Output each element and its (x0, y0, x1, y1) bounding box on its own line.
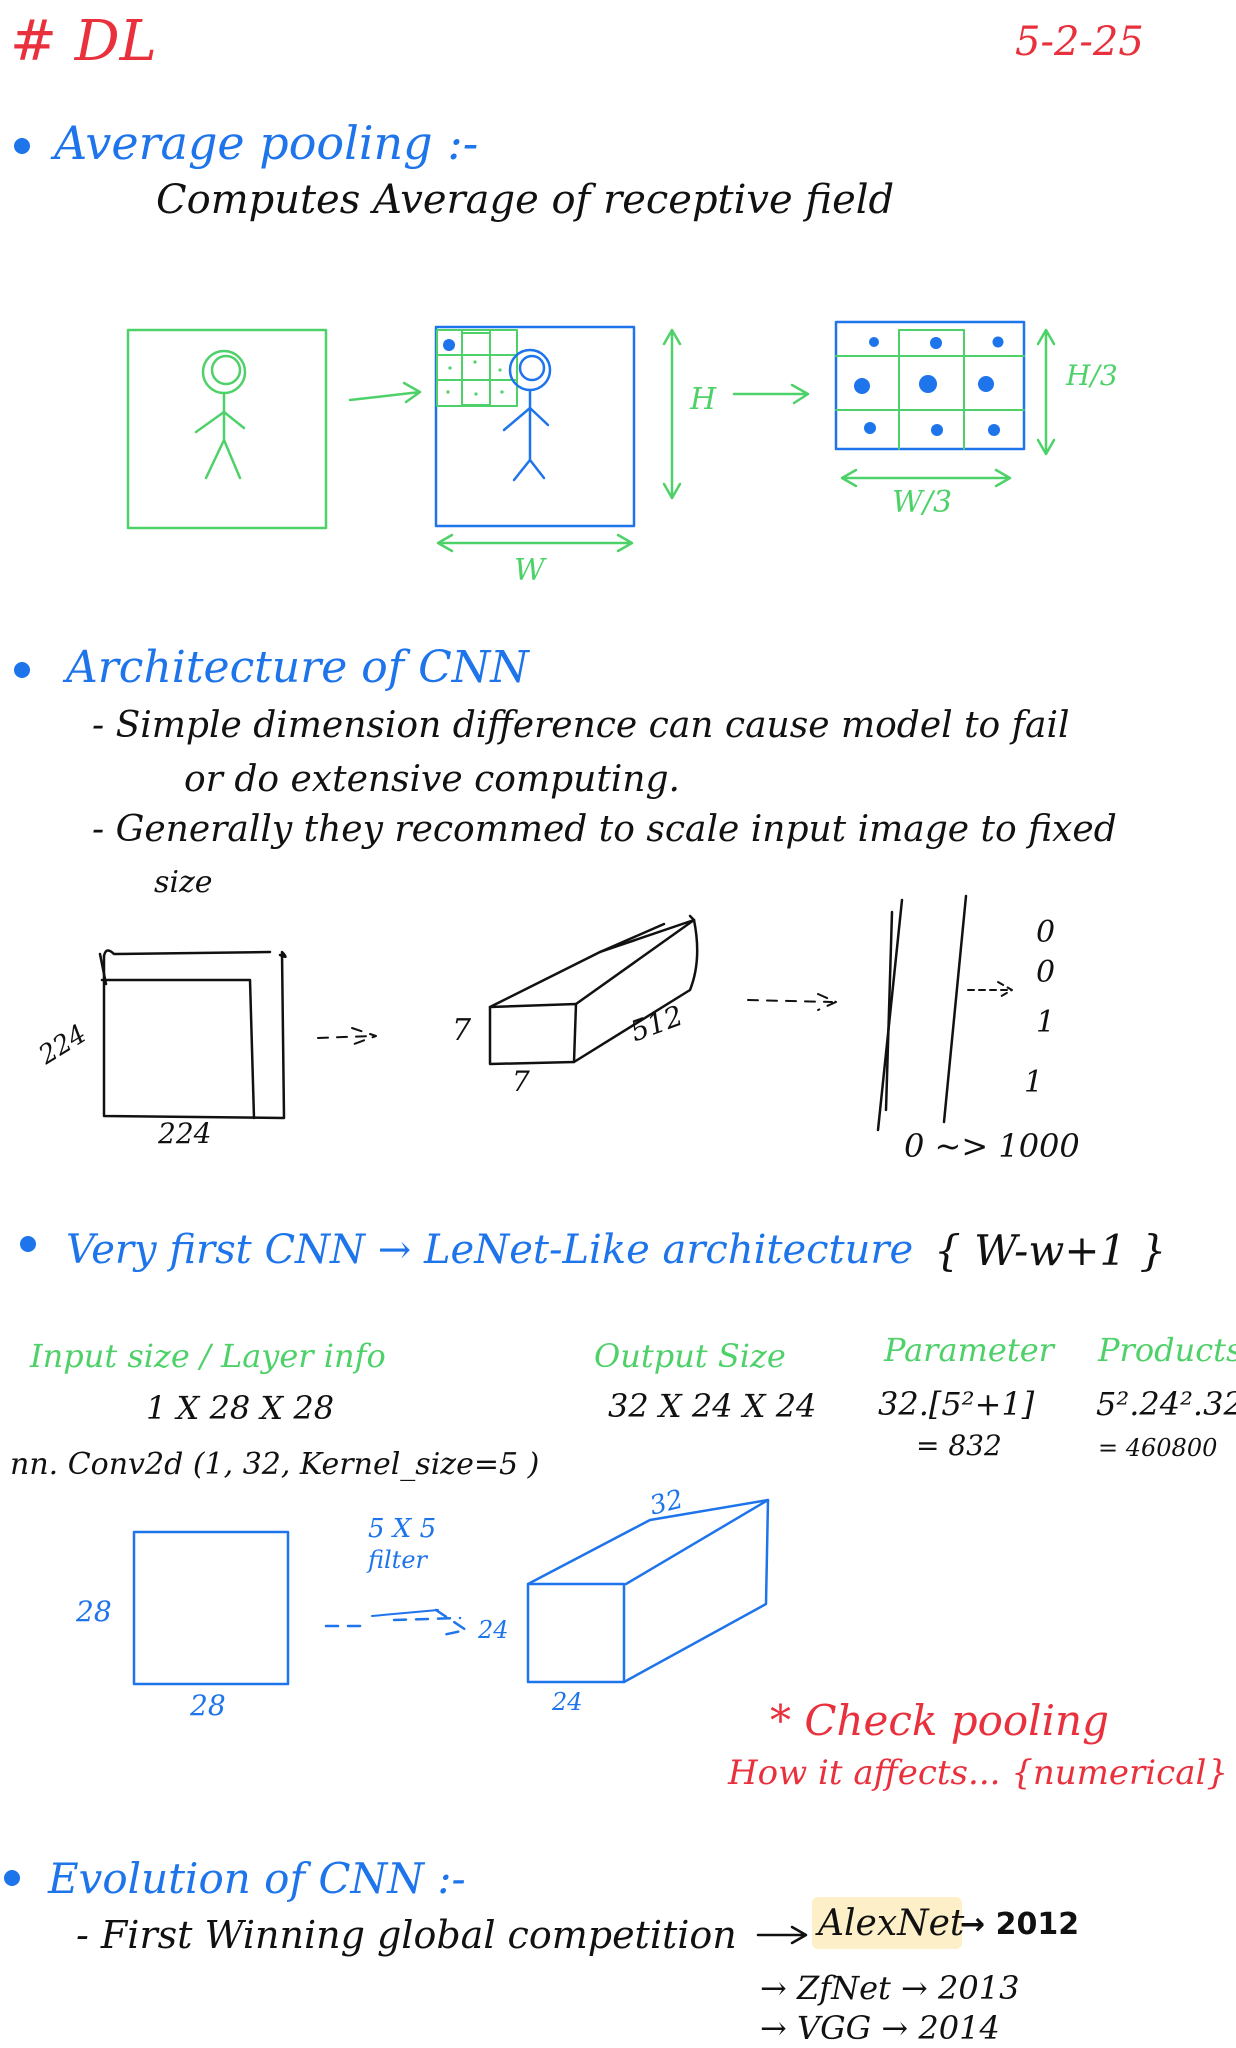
parameter-value: = 832 (916, 1429, 1002, 1462)
feature-cuboid-sketch (488, 914, 699, 1066)
column-header-products: Products (1098, 1331, 1236, 1369)
column-header-input: Input size / Layer info (30, 1337, 386, 1375)
stick-figure-blue (502, 348, 552, 482)
filter-size-label: 5 X 5 (368, 1514, 437, 1544)
alexnet-year: → 2012 (960, 1907, 1080, 1942)
architecture-line-4: size (154, 865, 213, 900)
dashed-arrow-1 (317, 1027, 377, 1045)
lenet-output-cuboid (526, 1498, 770, 1684)
dim-224-bottom: 224 (158, 1117, 212, 1150)
dashed-arrow-3 (967, 981, 1013, 999)
output-size-formula: { W-w+1 } (934, 1226, 1167, 1275)
filter-word-label: filter (368, 1546, 428, 1574)
arrow-2 (732, 383, 810, 405)
dim-24-side: 24 (478, 1616, 509, 1644)
dim-28-side: 28 (76, 1595, 112, 1628)
heading-evolution: Evolution of CNN :- (48, 1854, 466, 1903)
output-range: 0 ~> 1000 (904, 1127, 1080, 1165)
page-date: 5-2-25 (1015, 19, 1144, 65)
products-formula: 5².24².32 (1096, 1385, 1236, 1423)
height-arrow (662, 328, 682, 500)
average-pooling-description: Computes Average of receptive field (156, 177, 895, 223)
dim-32: 32 (646, 1484, 687, 1522)
filter-arrow (324, 1608, 468, 1638)
arrow-1 (348, 381, 422, 404)
output-size-value: 32 X 24 X 24 (608, 1387, 817, 1425)
input-volume-sketch (98, 949, 287, 1120)
zfnet-label: → ZfNet → 2013 (760, 1969, 1020, 2007)
bullet-average-pooling (14, 138, 30, 154)
lenet-input-square (132, 1530, 290, 1686)
label-H3: H/3 (1066, 359, 1118, 392)
heading-average-pooling: Average pooling :- (54, 116, 479, 170)
output-value-3: 1 (1036, 1005, 1056, 1040)
stick-figure-input (194, 349, 247, 480)
vgg-label: → VGG → 2014 (760, 2009, 1000, 2047)
pooled-output-box (834, 320, 1026, 451)
output-dots (854, 336, 1004, 436)
products-value: = 460800 (1098, 1434, 1218, 1462)
width-arrow (436, 533, 634, 553)
architecture-line-1: - Simple dimension difference can cause … (92, 705, 1070, 746)
output-value-4: 1 (1024, 1065, 1044, 1100)
dim-7-side: 7 (452, 1013, 472, 1048)
layer-info: nn. Conv2d (1, 32, Kernel_size=5 ) (10, 1447, 540, 1482)
pooled-dot (443, 339, 455, 351)
check-pooling-note: * Check pooling (770, 1696, 1109, 1745)
output-value-1: 0 (1036, 915, 1056, 950)
input-image-box (126, 328, 328, 530)
bullet-architecture (14, 662, 30, 678)
w3-arrow (840, 468, 1012, 488)
dashed-arrow-2 (747, 993, 837, 1011)
flatten-vector-sketch (876, 894, 968, 1132)
bullet-evolution (4, 1870, 20, 1886)
evolution-line-1: - First Winning global competition (76, 1913, 737, 1957)
heading-architecture: Architecture of CNN (66, 642, 529, 693)
architecture-line-3: - Generally they recommed to scale input… (92, 809, 1117, 850)
column-header-parameter: Parameter (884, 1331, 1054, 1369)
architecture-line-2: or do extensive computing. (184, 759, 680, 800)
pooling-grid (436, 329, 518, 407)
alexnet-highlight (812, 1897, 962, 1949)
parameter-formula: 32.[5²+1] (878, 1385, 1035, 1423)
filter-underline (371, 1609, 439, 1617)
dim-7-bottom: 7 (512, 1065, 530, 1098)
output-grid (835, 329, 1025, 450)
heading-lenet: Very first CNN → LeNet-Like architecture (66, 1227, 914, 1273)
page-title: # DL (10, 9, 157, 74)
alexnet-label: AlexNet (818, 1903, 965, 1944)
input-size-value: 1 X 28 X 28 (146, 1389, 335, 1427)
dim-24-bottom: 24 (552, 1688, 583, 1716)
dim-28-bottom: 28 (190, 1689, 226, 1722)
label-W3: W/3 (892, 485, 953, 520)
output-value-2: 0 (1036, 955, 1056, 990)
label-W: W (514, 553, 545, 588)
label-H: H (690, 382, 717, 417)
pooling-effect-note: How it affects... {numerical} (728, 1753, 1228, 1793)
h3-arrow (1036, 328, 1056, 456)
column-header-output: Output Size (594, 1337, 786, 1375)
bullet-lenet (20, 1236, 36, 1252)
feature-map-box (434, 325, 636, 528)
alexnet-arrow (756, 1925, 808, 1945)
